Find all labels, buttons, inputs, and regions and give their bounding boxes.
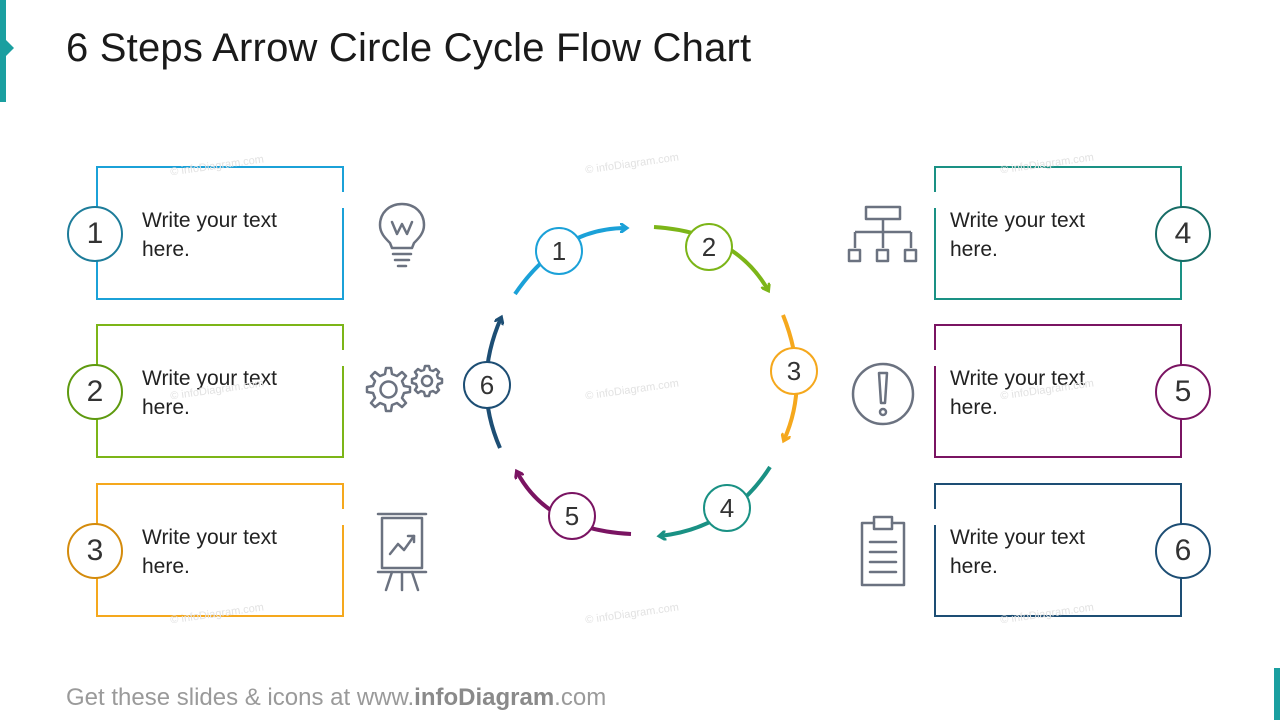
- step-badge-5: 5: [1155, 364, 1211, 420]
- clipboard-icon: [860, 515, 906, 587]
- step-text-3: Write your text: [142, 526, 277, 549]
- cycle-badge-6: 6: [463, 361, 511, 409]
- org-chart-icon: [847, 205, 918, 263]
- step-text-1-line2: here.: [142, 238, 190, 261]
- footer-brand[interactable]: infoDiagram: [414, 684, 555, 711]
- step-text-4-line2: here.: [950, 238, 998, 261]
- cycle-badge-5: 5: [548, 492, 596, 540]
- step-text-5: Write your text: [950, 367, 1085, 390]
- step-badge-4: 4: [1155, 206, 1211, 262]
- step-text-2: Write your text: [142, 367, 277, 390]
- step-card-6[interactable]: Write your text here.: [932, 483, 1182, 617]
- step-badge-2: 2: [67, 364, 123, 420]
- footer-credit: Get these slides & icons at www.infoDiag…: [66, 684, 606, 712]
- step-text-4: Write your text: [950, 209, 1085, 232]
- cycle-badge-3: 3: [770, 347, 818, 395]
- step-card-3[interactable]: Write your text here.: [96, 483, 346, 617]
- step-card-5[interactable]: Write your text here.: [932, 324, 1182, 458]
- exclamation-icon: [851, 362, 915, 426]
- step-text-5-line2: here.: [950, 396, 998, 419]
- step-text-2-line2: here.: [142, 396, 190, 419]
- step-card-4[interactable]: Write your text here.: [932, 166, 1182, 300]
- accent-bar-right: [1274, 668, 1280, 720]
- gears-icon: [365, 364, 444, 413]
- step-text-6-line2: here.: [950, 555, 998, 578]
- accent-bar-left: [0, 0, 14, 102]
- step-text-3-line2: here.: [142, 555, 190, 578]
- step-badge-6: 6: [1155, 523, 1211, 579]
- presentation-board-icon: [376, 512, 428, 592]
- lightbulb-icon: [378, 202, 426, 268]
- step-text-1: Write your text: [142, 209, 277, 232]
- footer-suffix: .com: [554, 684, 607, 711]
- step-card-1[interactable]: Write your text here.: [96, 166, 346, 300]
- step-badge-1: 1: [67, 206, 123, 262]
- step-card-2[interactable]: Write your text here.: [96, 324, 346, 458]
- step-badge-3: 3: [67, 523, 123, 579]
- cycle-badge-2: 2: [685, 223, 733, 271]
- step-text-6: Write your text: [950, 526, 1085, 549]
- footer-prefix: Get these slides & icons at www.: [66, 684, 415, 711]
- cycle-badge-4: 4: [703, 484, 751, 532]
- page-title: 6 Steps Arrow Circle Cycle Flow Chart: [66, 26, 752, 70]
- cycle-badge-1: 1: [535, 227, 583, 275]
